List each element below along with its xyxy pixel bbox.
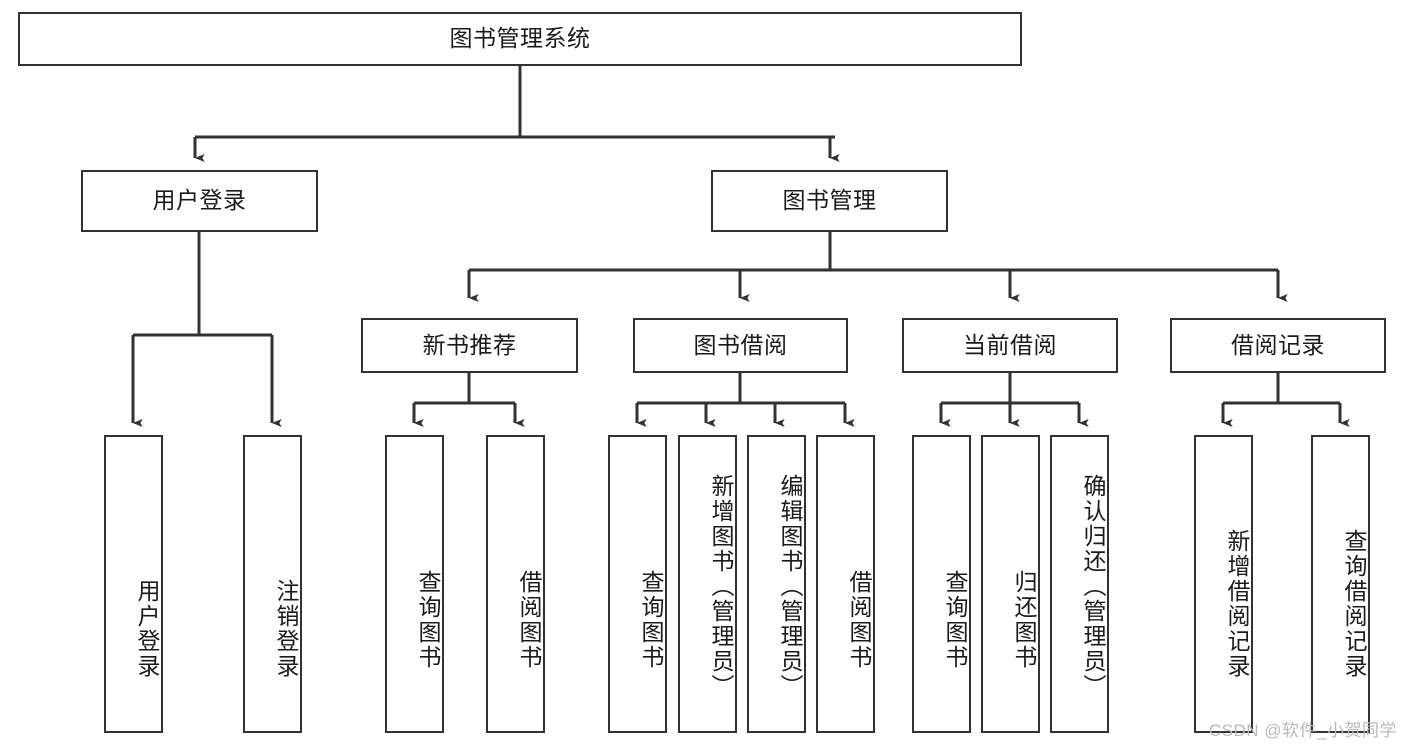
leaf-query-borrow-record[interactable]: 查询借阅记录 — [1311, 435, 1370, 733]
leaf-logout[interactable]: 注销登录 — [243, 435, 302, 733]
leaf-user-login[interactable]: 用户登录 — [104, 435, 163, 733]
node-user-login[interactable]: 用户登录 — [81, 170, 318, 232]
node-current-borrow[interactable]: 当前借阅 — [902, 318, 1118, 373]
leaf-add-book-admin[interactable]: 新增图书（管理员） — [678, 435, 737, 733]
watermark-text: CSDN @软件_小贺同学 — [1208, 721, 1397, 740]
leaf-borrow-book-2[interactable]: 借阅图书 — [816, 435, 875, 733]
leaf-borrow-book-1[interactable]: 借阅图书 — [486, 435, 545, 733]
leaf-edit-book-admin[interactable]: 编辑图书（管理员） — [747, 435, 806, 733]
leaf-return-book[interactable]: 归还图书 — [981, 435, 1040, 733]
leaf-query-book-2[interactable]: 查询图书 — [608, 435, 667, 733]
node-book-borrow[interactable]: 图书借阅 — [633, 318, 848, 373]
leaf-confirm-return-admin[interactable]: 确认归还（管理员） — [1050, 435, 1109, 733]
node-borrow-record[interactable]: 借阅记录 — [1170, 318, 1386, 373]
leaf-add-borrow-record[interactable]: 新增借阅记录 — [1194, 435, 1253, 733]
node-book-manage[interactable]: 图书管理 — [711, 170, 948, 232]
node-root[interactable]: 图书管理系统 — [18, 12, 1022, 66]
node-new-book-recommend[interactable]: 新书推荐 — [361, 318, 578, 373]
leaf-query-book-3[interactable]: 查询图书 — [912, 435, 971, 733]
leaf-query-book-1[interactable]: 查询图书 — [385, 435, 444, 733]
